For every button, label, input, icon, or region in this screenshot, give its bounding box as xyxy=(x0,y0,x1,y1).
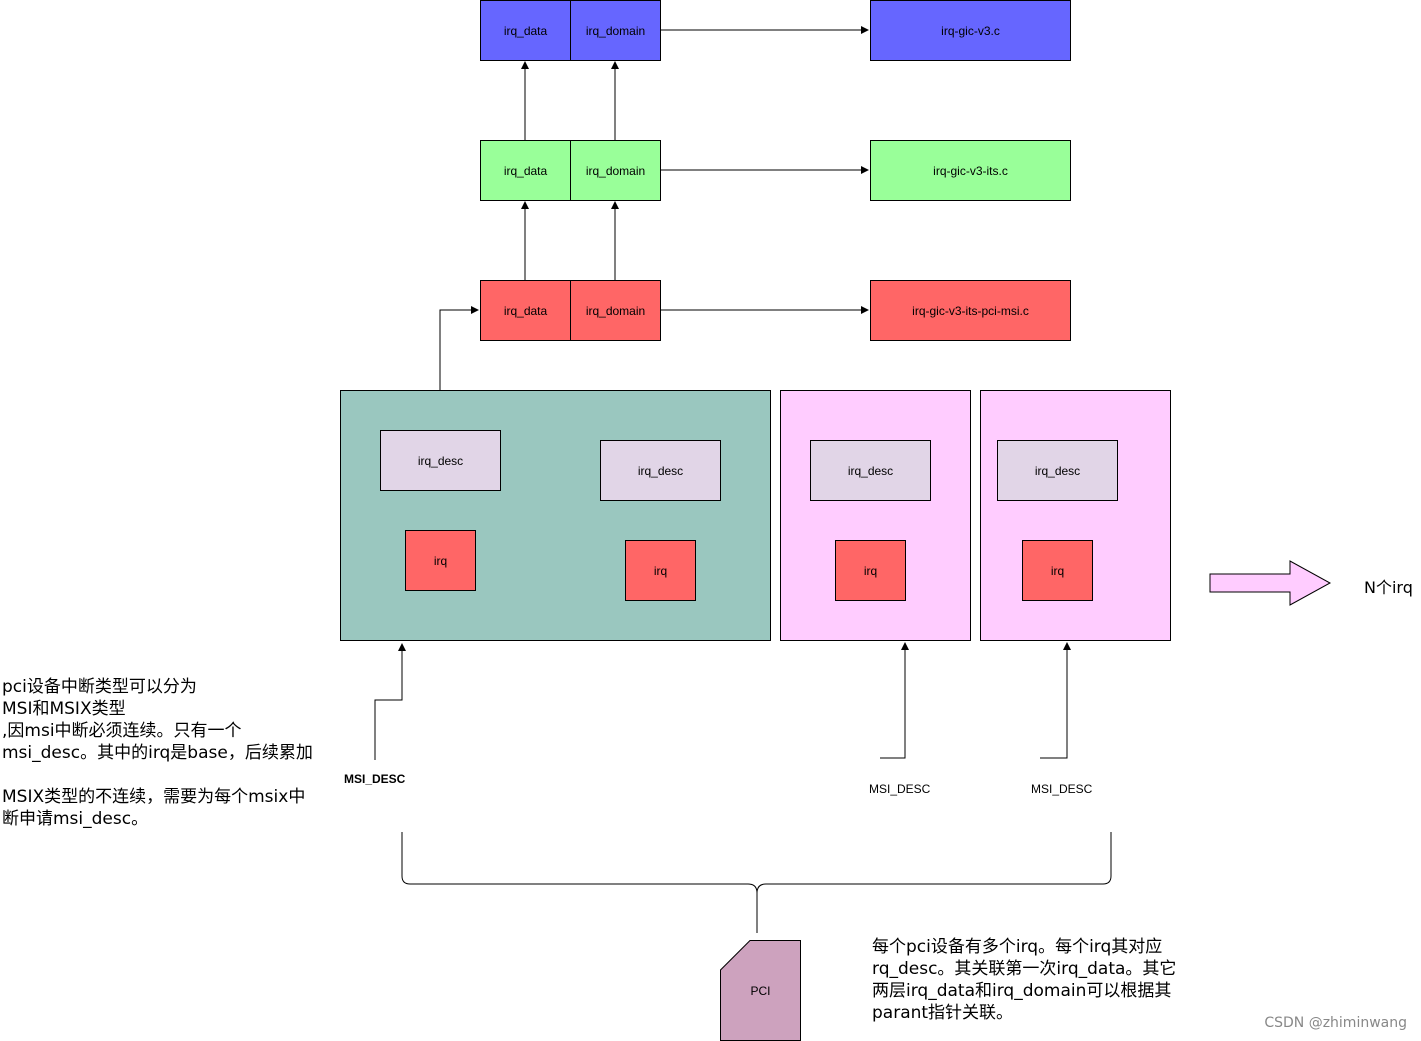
msix2-irq-label: irq xyxy=(1050,563,1065,578)
msix1-irq-desc: irq_desc xyxy=(810,440,931,501)
n-irq-label: N个irq xyxy=(1364,578,1413,597)
middle-file-box: irq-gic-v3-its.c xyxy=(870,140,1071,201)
pci-device-shape: PCI xyxy=(720,940,801,1041)
msi-irq-desc-1-label: irq_desc xyxy=(417,453,464,468)
msix2-irq: irq xyxy=(1022,540,1093,601)
top-file-box: irq-gic-v3.c xyxy=(870,0,1071,61)
watermark: CSDN @zhiminwang xyxy=(1264,1015,1407,1031)
bottom-irq-domain-box: irq_domain xyxy=(570,280,661,341)
arrow-msidesc-to-msix1 xyxy=(880,642,909,759)
middle-irq-data-label: irq_data xyxy=(503,163,548,178)
msi-irq-1-label: irq xyxy=(433,553,448,568)
msi-irq-desc-1: irq_desc xyxy=(380,430,501,491)
middle-irq-data-box: irq_data xyxy=(480,140,571,201)
msi-group-container xyxy=(340,390,771,641)
msix-group-container-2 xyxy=(980,390,1171,641)
msi-irq-desc-2: irq_desc xyxy=(600,440,721,501)
bottom-file-box: irq-gic-v3-its-pci-msi.c xyxy=(870,280,1071,341)
right-note: 每个pci设备有多个irq。每个irq其对应 rq_desc。其关联第一次irq… xyxy=(872,937,1177,1023)
msix1-irq: irq xyxy=(835,540,906,601)
bottom-irq-data-label: irq_data xyxy=(503,303,548,318)
msi-desc-label: MSI_DESC xyxy=(344,772,406,786)
bottom-file-label: irq-gic-v3-its-pci-msi.c xyxy=(912,303,1029,318)
msi-irq-1: irq xyxy=(405,530,476,591)
top-file-label: irq-gic-v3.c xyxy=(941,23,1000,38)
top-irq-data-label: irq_data xyxy=(503,23,548,38)
msix2-desc-label: MSI_DESC xyxy=(1031,782,1093,796)
msix1-irq-label: irq xyxy=(863,563,878,578)
left-note: pci设备中断类型可以分为 MSI和MSIX类型 ,因msi中断必须连续。只有一… xyxy=(2,677,313,829)
middle-irq-domain-label: irq_domain xyxy=(585,163,646,178)
arrow-msidesc-to-msix2 xyxy=(1040,642,1071,759)
msi-irq-desc-2-label: irq_desc xyxy=(637,463,684,478)
msix2-irq-desc-label: irq_desc xyxy=(1034,463,1081,478)
msi-irq-2: irq xyxy=(625,540,696,601)
msix1-desc-label: MSI_DESC xyxy=(869,782,931,796)
msix-group-container-1 xyxy=(780,390,971,641)
msi-irq-2-label: irq xyxy=(653,563,668,578)
middle-irq-domain-box: irq_domain xyxy=(570,140,661,201)
n-irq-block-arrow xyxy=(1209,560,1332,606)
top-irq-data-box: irq_data xyxy=(480,0,571,61)
pci-label: PCI xyxy=(750,983,771,998)
bottom-irq-domain-label: irq_domain xyxy=(585,303,646,318)
top-irq-domain-label: irq_domain xyxy=(585,23,646,38)
middle-file-label: irq-gic-v3-its.c xyxy=(933,163,1008,178)
pci-brace xyxy=(401,832,1112,933)
top-irq-domain-box: irq_domain xyxy=(570,0,661,61)
bottom-irq-data-box: irq_data xyxy=(480,280,571,341)
arrow-msidesc-to-msi-group xyxy=(374,643,406,760)
msix1-irq-desc-label: irq_desc xyxy=(847,463,894,478)
msix2-irq-desc: irq_desc xyxy=(997,440,1118,501)
